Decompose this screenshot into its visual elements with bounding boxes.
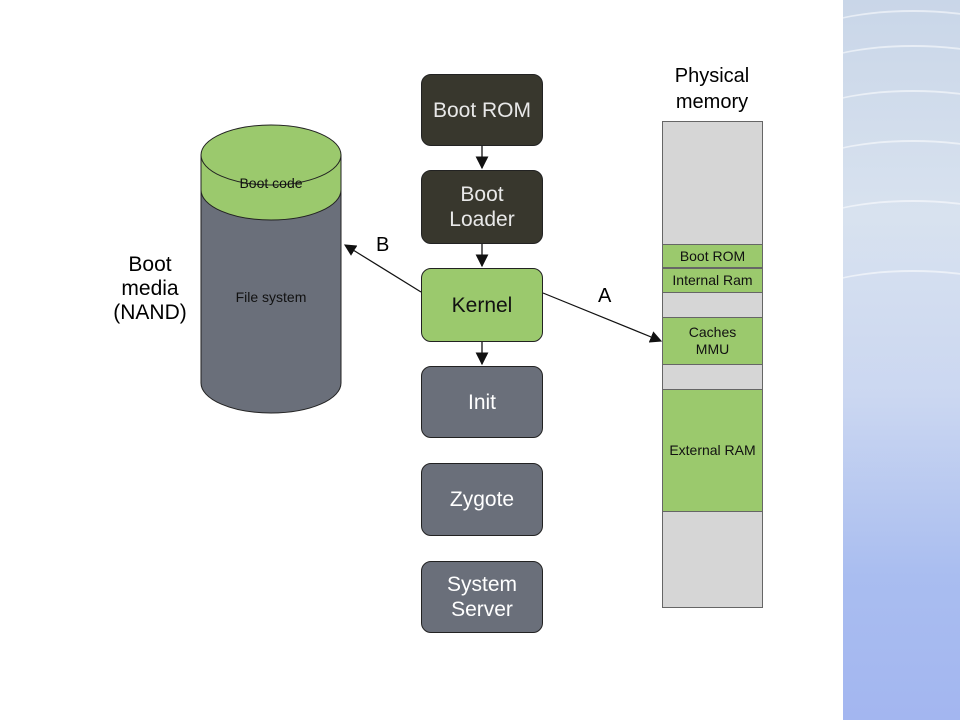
init-box: Init xyxy=(421,366,543,438)
boot-media-label: Boot media (NAND) xyxy=(113,253,187,324)
arrow-b-kernel-to-storage xyxy=(343,244,422,293)
arrow-label-b: B xyxy=(376,234,390,256)
arrow-label-a: A xyxy=(598,285,612,307)
system-server-box: System Server xyxy=(421,561,543,633)
boot-sequence-diagram: Boot code File system Boot media (NAND) … xyxy=(113,65,763,633)
zygote-box: Zygote xyxy=(421,463,543,536)
physical-memory-title: Physical memory xyxy=(674,65,750,113)
file-system-label: File system xyxy=(235,289,307,305)
boot-rom-box: Boot ROM xyxy=(421,74,543,146)
memory-region-internal-ram: Internal Ram xyxy=(662,268,763,293)
kernel-box: Kernel xyxy=(421,268,543,342)
arrow-a-kernel-to-memory xyxy=(542,292,663,343)
memory-region-external-ram: External RAM xyxy=(662,389,763,512)
boot-loader-box: Boot Loader xyxy=(421,170,543,244)
memory-region-caches-mmu: Caches MMU xyxy=(662,317,763,365)
memory-region-boot-rom: Boot ROM xyxy=(662,244,763,268)
connector-layer xyxy=(200,124,663,418)
boot-media-cylinder xyxy=(200,124,342,414)
decorative-side-stripe xyxy=(843,0,960,720)
boot-code-label: Boot code xyxy=(239,175,303,191)
